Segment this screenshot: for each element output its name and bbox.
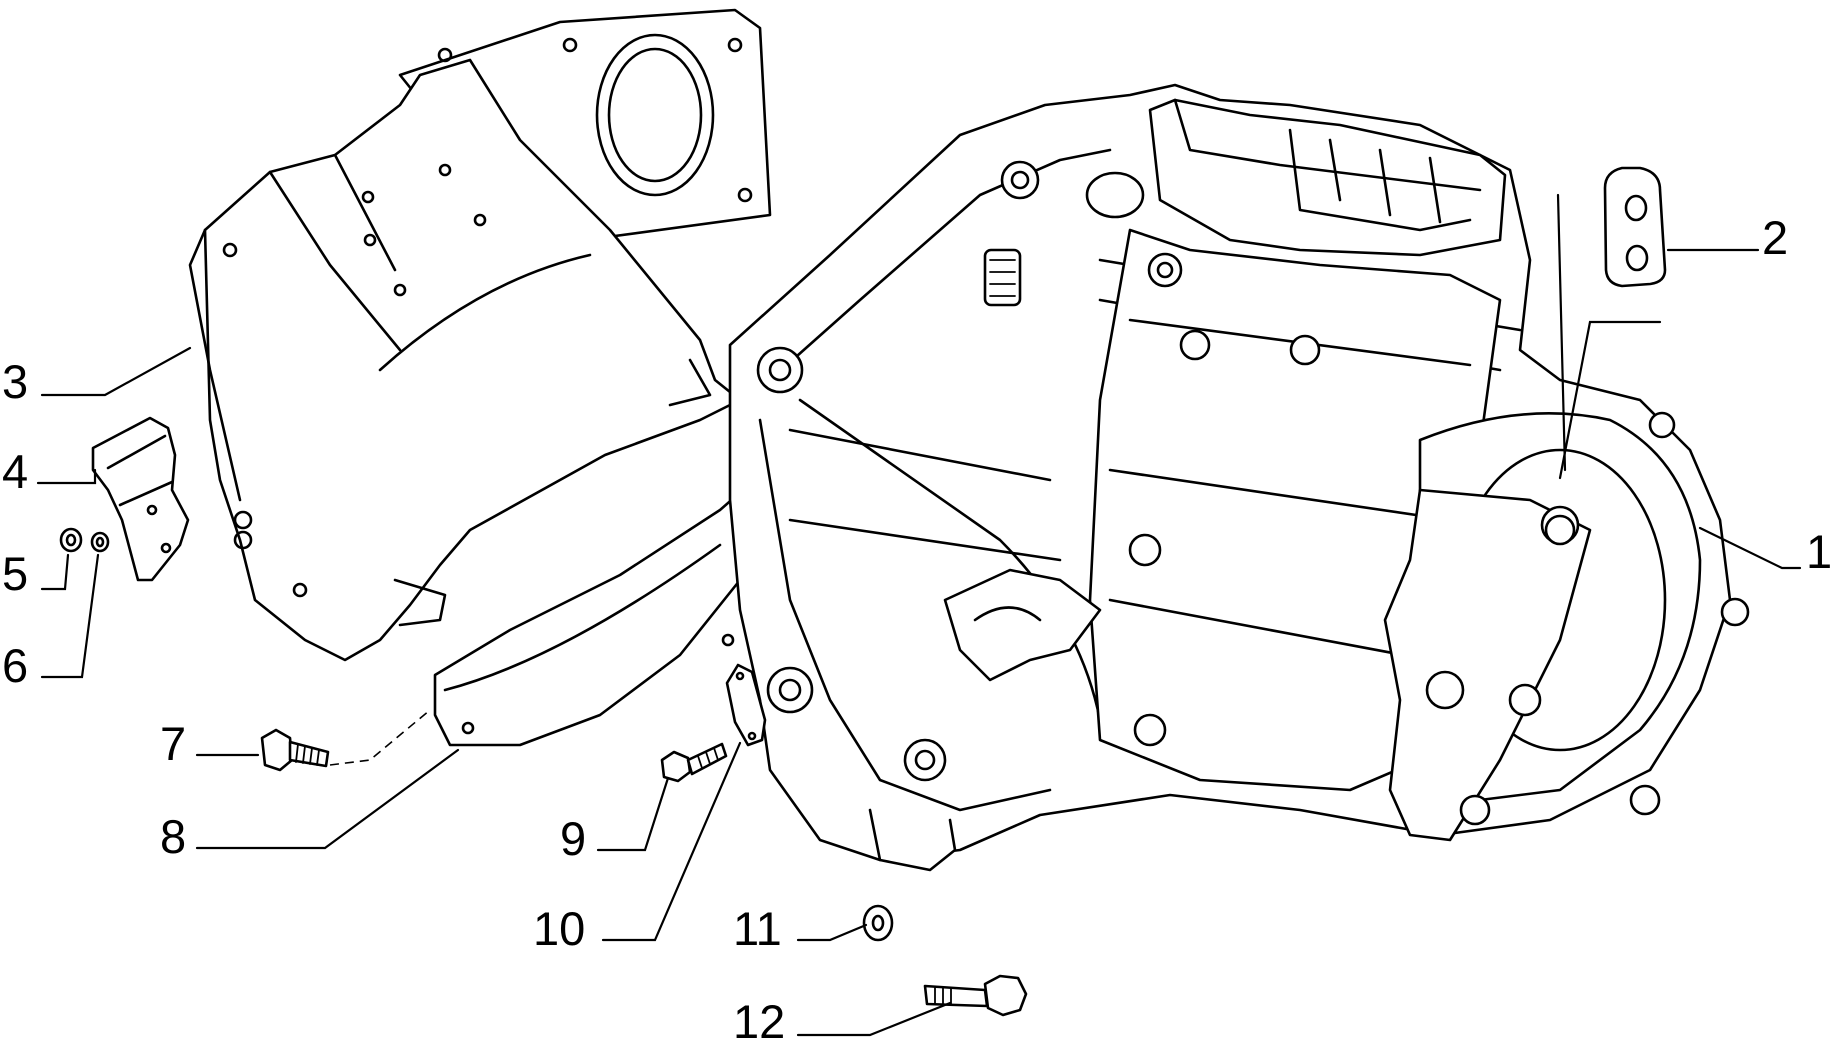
bolt-icon xyxy=(660,742,728,783)
washer-icon xyxy=(862,904,894,942)
washer-icon xyxy=(90,531,110,553)
callout-3: 3 xyxy=(2,355,28,408)
cover-shield-icon xyxy=(188,8,772,662)
callout-8: 8 xyxy=(160,810,186,863)
bolt-icon xyxy=(923,974,1028,1017)
callout-2: 2 xyxy=(1762,211,1788,264)
callout-11: 11 xyxy=(733,902,782,955)
plate-bracket-icon xyxy=(1603,166,1667,288)
cover-plate-icon xyxy=(725,663,767,747)
callout-9: 9 xyxy=(560,812,586,865)
callout-12: 12 xyxy=(733,995,785,1040)
callout-10: 10 xyxy=(533,902,585,955)
callout-7: 7 xyxy=(160,717,186,770)
callout-5: 5 xyxy=(2,547,28,600)
bracket-icon xyxy=(91,416,190,582)
screw-icon xyxy=(260,709,431,772)
leader-lines xyxy=(36,193,1802,1037)
callout-6: 6 xyxy=(2,639,28,692)
nut-icon xyxy=(59,527,83,553)
gearbox-housing-icon xyxy=(728,83,1750,872)
callout-4: 4 xyxy=(2,445,28,498)
callout-1: 1 xyxy=(1806,525,1831,578)
callout-labels: 1 2 3 4 5 6 7 8 9 10 11 12 xyxy=(2,211,1831,1040)
